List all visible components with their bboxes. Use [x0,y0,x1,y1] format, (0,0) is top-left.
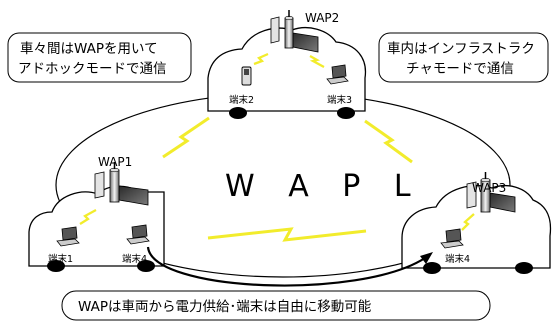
network-label: W A P L [225,169,423,204]
access-point-icon [94,162,149,206]
wheel [137,260,155,272]
callout-line: WAPは車両から電力供給･端末は自由に移動可能 [78,299,371,315]
terminal-label: 端末4 [445,253,470,265]
callout-infrastructure: 車内はインフラストラク チャモードで通信 [378,32,549,83]
lightning-bolt [207,227,367,242]
mobile-phone-icon [241,66,252,86]
vehicle-wap2: WAP2 端末2 端末3 [207,10,367,119]
wheel [337,107,355,119]
lightning-bolt [309,55,325,69]
lightning-bolt [79,208,97,225]
movement-arrow [146,246,433,287]
callout-line: アドホックモードで通信 [18,61,167,77]
callout-line: 車々間はWAPを用いて [20,41,158,57]
lightning-bolt [162,116,210,159]
vehicle-wap3: WAP3 端末4 [401,172,552,274]
wheel [229,107,247,119]
wheel [515,262,533,274]
wap-label: WAP1 [98,155,132,169]
lightning-bolt [364,119,413,164]
callout-line: チャモードで通信 [406,61,514,77]
laptop-icon [56,226,80,247]
lightning-bolt [253,52,269,66]
laptop-icon [440,228,464,249]
wap-label: WAP3 [472,181,506,195]
wheel [47,260,65,272]
access-point-icon [270,10,319,53]
callout-line: 車内はインフラストラク [387,41,535,57]
vehicle-wap1: WAP1 端末1 端末4 [28,155,165,272]
terminal-label: 端末4 [122,253,147,265]
lightning-bolt [461,213,475,231]
laptop-icon [126,224,150,245]
callout-adhoc: 車々間はWAPを用いて アドホックモードで通信 [7,32,192,83]
laptop-icon [326,64,349,85]
callout-power: WAPは車両から電力供給･端末は自由に移動可能 [61,290,491,321]
wheel [423,262,441,274]
wap-label: WAP2 [305,11,339,25]
terminal-label: 端末1 [48,253,73,265]
terminal-label: 端末3 [327,94,352,106]
terminal-label: 端末2 [229,94,254,106]
access-point-icon [466,172,516,213]
